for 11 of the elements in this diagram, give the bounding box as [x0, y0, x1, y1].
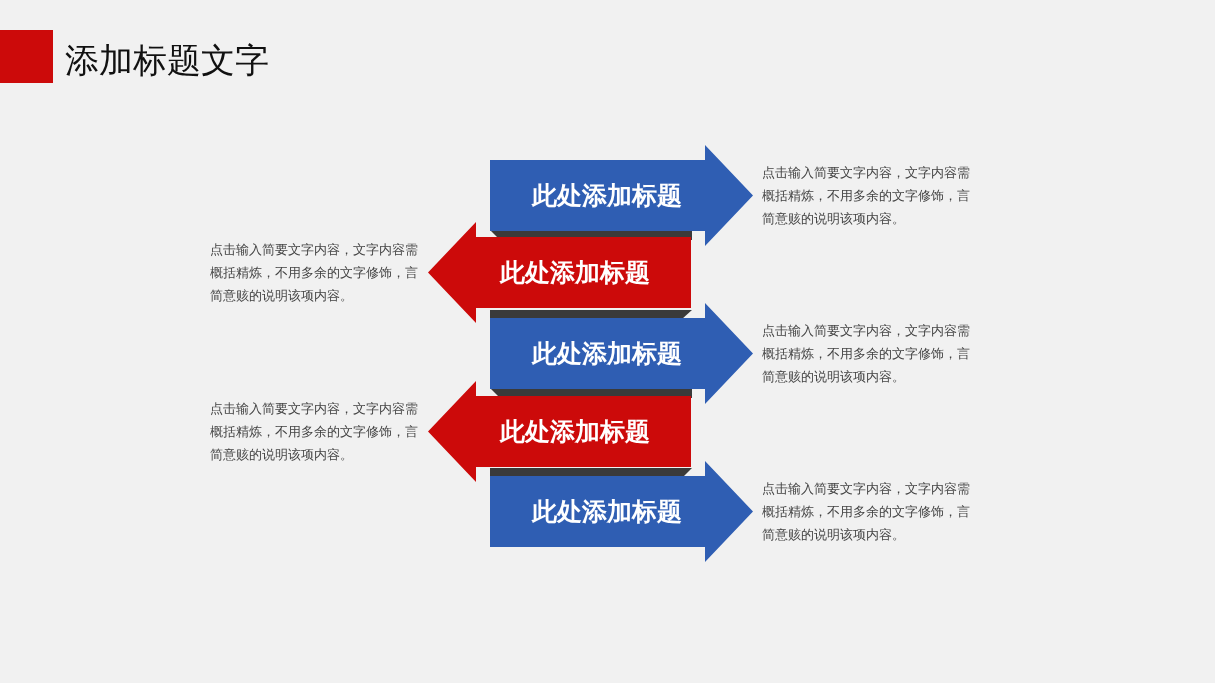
arrow-title: 此处添加标题 [530, 180, 683, 212]
description-text: 点击输入简要文字内容，文字内容需概括精炼，不用多余的文字修饰，言简意赅的说明该项内容。 [762, 322, 971, 386]
description-text: 点击输入简要文字内容，文字内容需概括精炼，不用多余的文字修饰，言简意赅的说明该项内容。 [210, 400, 419, 464]
slide-title: 添加标题文字 [65, 39, 269, 82]
arrow-title: 此处添加标题 [530, 338, 683, 370]
description-text: 点击输入简要文字内容，文字内容需概括精炼，不用多余的文字修饰，言简意赅的说明该项内容。 [762, 164, 971, 228]
arrow-title: 此处添加标题 [530, 496, 683, 528]
description-text: 点击输入简要文字内容，文字内容需概括精炼，不用多余的文字修饰，言简意赅的说明该项内容。 [210, 241, 419, 305]
arrow-title: 此处添加标题 [498, 257, 651, 289]
description-text: 点击输入简要文字内容，文字内容需概括精炼，不用多余的文字修饰，言简意赅的说明该项内容。 [762, 480, 971, 544]
arrow-title: 此处添加标题 [498, 416, 651, 448]
